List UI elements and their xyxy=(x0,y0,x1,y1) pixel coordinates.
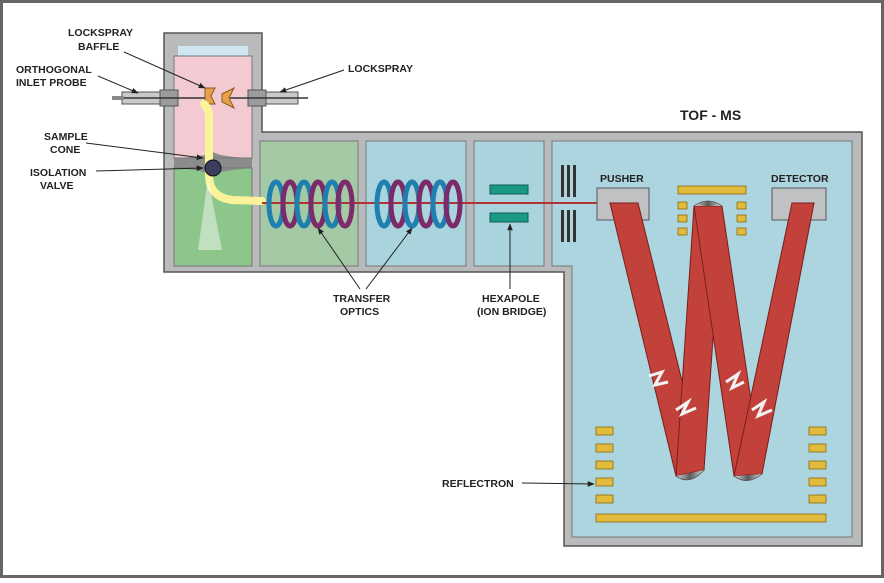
sample-plume xyxy=(198,178,222,250)
label-pusher: PUSHER xyxy=(600,173,644,185)
label-lockspray-baffle-1: LOCKSPRAY xyxy=(68,27,133,39)
tof-entrance-slits xyxy=(561,165,576,242)
label-lockspray: LOCKSPRAY xyxy=(348,63,413,75)
label-transfer-optics-1: TRANSFER xyxy=(333,293,391,305)
title-tof-ms: TOF - MS xyxy=(680,107,741,123)
label-isolation-valve-2: VALVE xyxy=(40,180,73,192)
ion-flight-path xyxy=(609,200,815,481)
label-detector: DETECTOR xyxy=(771,173,829,185)
label-hexapole-1: HEXAPOLE xyxy=(482,293,540,305)
label-orthogonal-inlet-probe-1: ORTHOGONAL xyxy=(16,64,92,76)
label-isolation-valve-1: ISOLATION xyxy=(30,167,86,179)
label-reflectron: REFLECTRON xyxy=(442,478,514,490)
label-sample-cone-2: CONE xyxy=(50,144,80,156)
isolation-valve xyxy=(204,159,222,177)
orthogonal-inlet-probe xyxy=(112,89,210,107)
hexapole-rods xyxy=(489,184,529,223)
leader-lines xyxy=(85,51,595,487)
pusher-plates xyxy=(677,185,747,236)
transfer-optics-rings-1 xyxy=(266,179,355,229)
label-orthogonal-inlet-probe-2: INLET PROBE xyxy=(16,77,87,89)
lockspray-probe xyxy=(230,89,308,107)
label-transfer-optics-2: OPTICS xyxy=(340,306,379,318)
label-sample-cone-1: SAMPLE xyxy=(44,131,88,143)
reflectron-plates xyxy=(595,426,827,523)
label-hexapole-2: (ION BRIDGE) xyxy=(477,306,546,318)
source-window xyxy=(178,46,248,56)
lockspray-baffle xyxy=(204,86,236,110)
label-lockspray-baffle-2: BAFFLE xyxy=(78,41,119,53)
transfer-optics-rings-2 xyxy=(374,179,463,229)
